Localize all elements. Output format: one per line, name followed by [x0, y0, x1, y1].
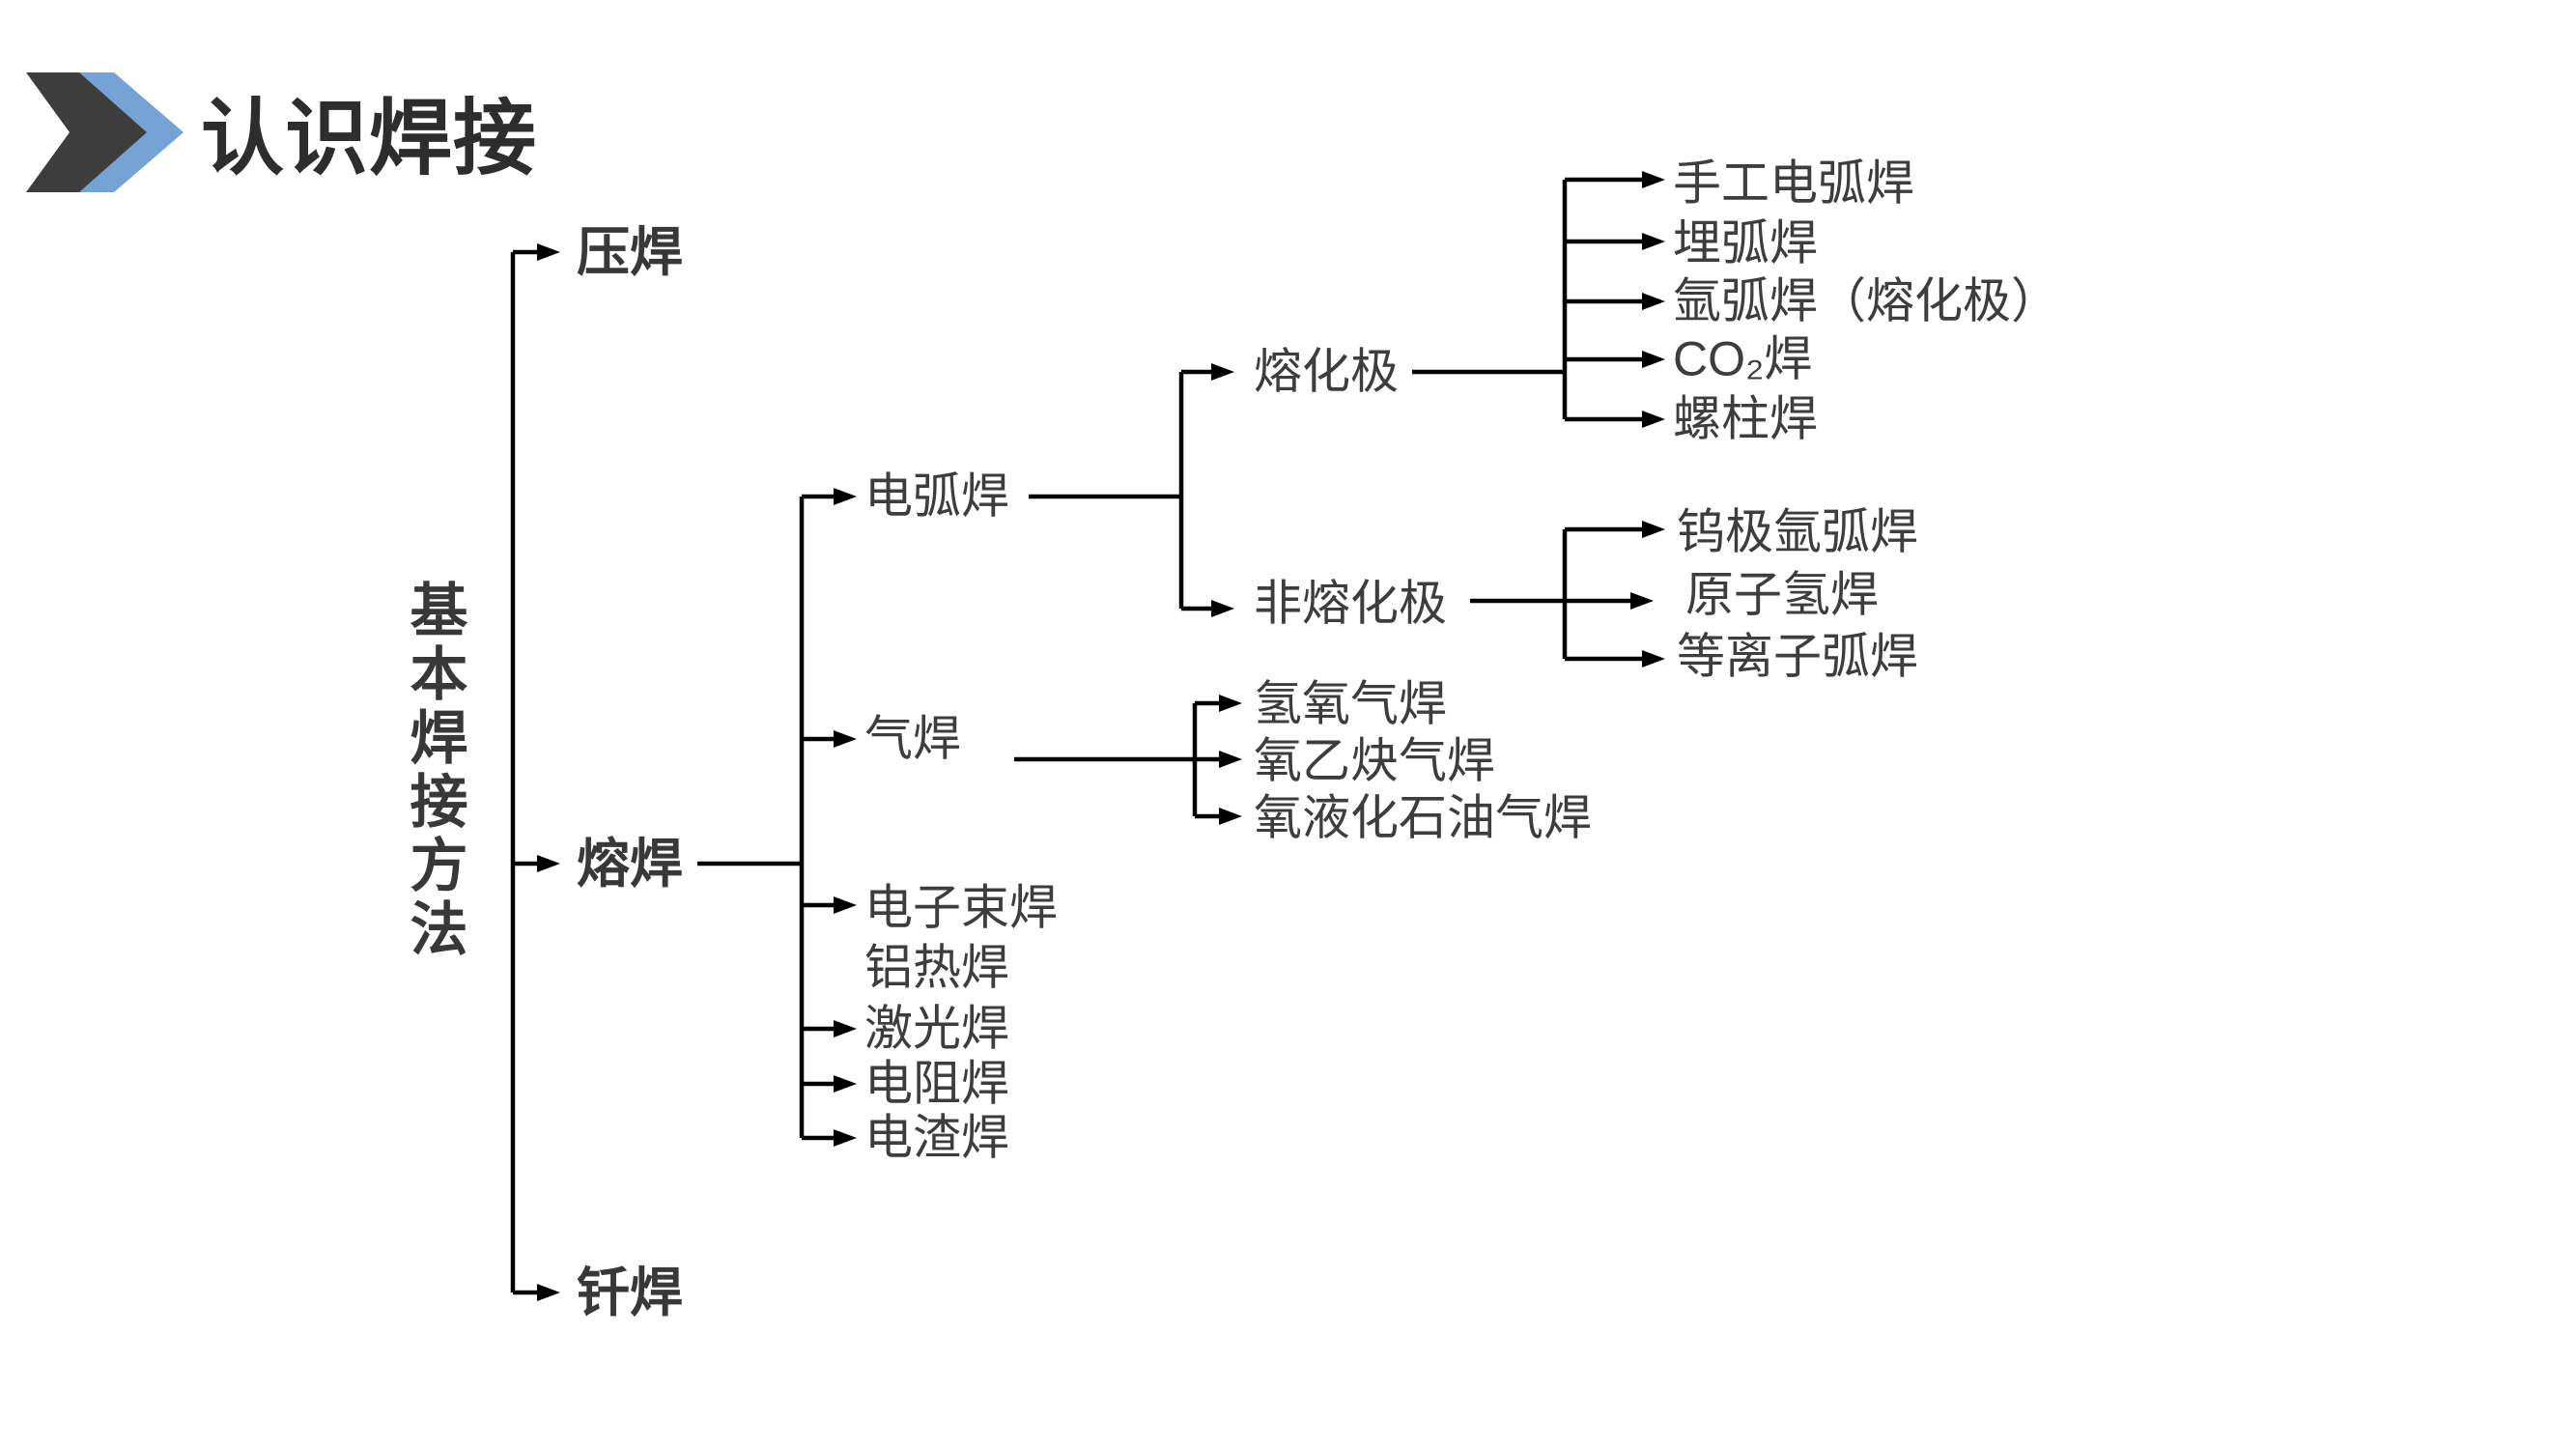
node-laser-welding: 激光焊: [864, 1001, 1009, 1056]
double-chevron-icon: [26, 72, 184, 192]
page-title: 认识焊接: [201, 92, 537, 185]
node-melting-electrode: 熔化极: [1254, 344, 1399, 399]
node-tungsten-argon-arc-welding: 钨极氩弧焊: [1677, 504, 1918, 559]
node-gas-welding: 气焊: [864, 711, 961, 766]
node-electroslag-welding: 电渣焊: [864, 1110, 1009, 1165]
node-submerged-arc-welding: 埋弧焊: [1673, 215, 1818, 270]
node-oxyhydrogen-gas-welding: 氢氧气焊: [1254, 676, 1447, 731]
node-manual-arc-welding: 手工电弧焊: [1673, 156, 1914, 211]
node-non-melting-electrode: 非熔化极: [1254, 576, 1447, 631]
node-resistance-welding: 电阻焊: [864, 1056, 1009, 1111]
node-fusion-welding: 熔焊: [577, 833, 684, 894]
node-electron-beam-welding: 电子束焊: [864, 880, 1058, 935]
node-atomic-hydrogen-welding: 原子氢焊: [1685, 567, 1879, 622]
node-co2-welding: CO₂焊: [1673, 331, 1813, 386]
node-brazing: 钎焊: [577, 1262, 684, 1322]
node-argon-arc-welding-melting: 氩弧焊（熔化极）: [1673, 273, 2059, 328]
node-stud-welding: 螺柱焊: [1673, 391, 1818, 446]
node-oxyacetylene-gas-welding: 氧乙炔气焊: [1254, 733, 1495, 788]
tree-edges: [510, 171, 1665, 1301]
node-oxy-lpg-gas-welding: 氧液化石油气焊: [1254, 790, 1592, 845]
root-node-basic-welding-methods: 基本焊接方法: [402, 580, 467, 962]
node-thermite-welding: 铝热焊: [864, 940, 1009, 995]
node-pressure-welding: 压焊: [577, 221, 684, 282]
node-plasma-arc-welding: 等离子弧焊: [1677, 629, 1918, 684]
node-arc-welding: 电弧焊: [864, 469, 1009, 524]
